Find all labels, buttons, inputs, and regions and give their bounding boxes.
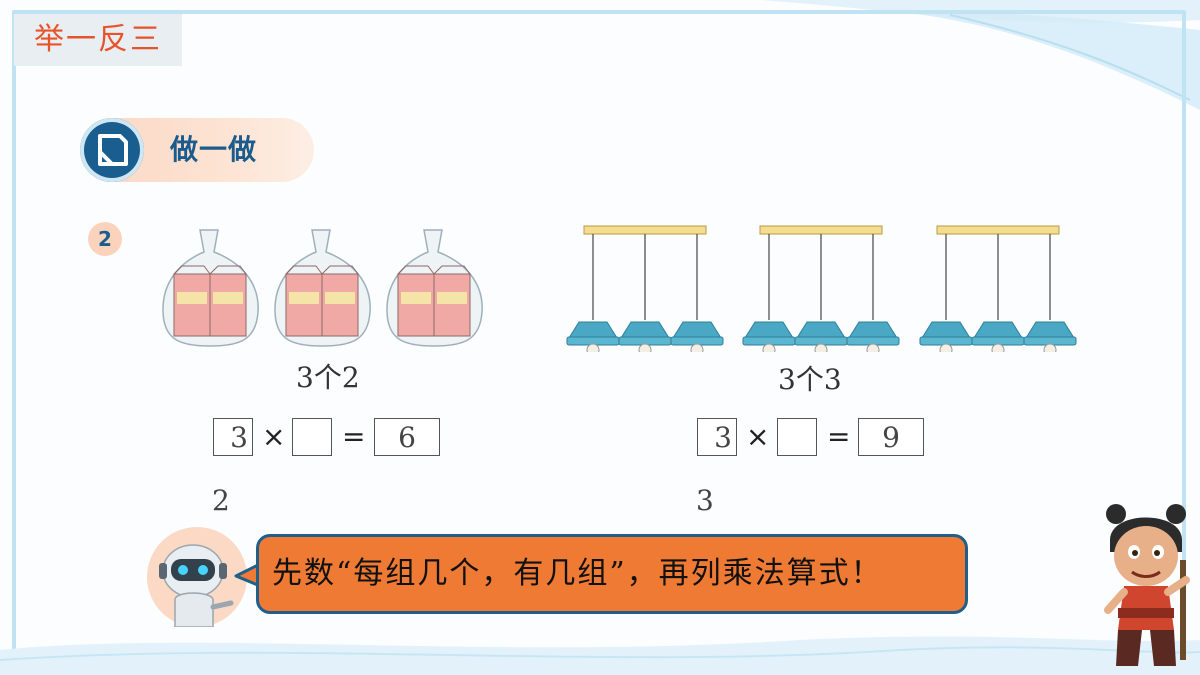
hint-speech-bubble bbox=[256, 534, 968, 614]
left-answer: 2 bbox=[212, 484, 230, 517]
right-equation-result: 9 bbox=[858, 418, 924, 456]
right-equation-box-2[interactable] bbox=[777, 418, 817, 456]
pendant-lamp-icon bbox=[567, 226, 723, 352]
left-times-sign: × bbox=[262, 420, 286, 453]
cartoon-boy-icon bbox=[1104, 504, 1190, 666]
left-caption: 3个2 bbox=[296, 361, 360, 394]
pendant-lamp-icon bbox=[920, 226, 1076, 352]
right-caption: 3个3 bbox=[778, 363, 842, 396]
right-equation-box-1: 3 bbox=[697, 418, 737, 456]
left-equals-sign: = bbox=[342, 420, 366, 453]
robot-icon bbox=[159, 544, 234, 627]
pendant-lamps-illustration bbox=[566, 222, 1086, 352]
left-equation-box-1: 3 bbox=[213, 418, 253, 456]
milk-bags-illustration bbox=[162, 229, 483, 347]
hint-text: 先数“每组几个，有几组”，再列乘法算式！ bbox=[272, 556, 883, 591]
right-answer: 3 bbox=[696, 484, 714, 517]
pendant-lamp-icon bbox=[743, 226, 899, 352]
exercise-number: 2 bbox=[88, 222, 122, 256]
note-icon bbox=[80, 118, 144, 182]
left-equation-box-2[interactable] bbox=[292, 418, 332, 456]
milk-bag-icon bbox=[386, 229, 483, 347]
activity-title: 做一做 bbox=[170, 133, 258, 166]
milk-bag-icon bbox=[162, 229, 259, 347]
milk-bag-icon bbox=[274, 229, 371, 347]
left-equation-result: 6 bbox=[374, 418, 440, 456]
right-equals-sign: = bbox=[827, 420, 851, 453]
right-times-sign: × bbox=[746, 420, 770, 453]
section-title: 举一反三 bbox=[14, 14, 182, 66]
bottom-wave-decoration bbox=[0, 636, 1200, 675]
